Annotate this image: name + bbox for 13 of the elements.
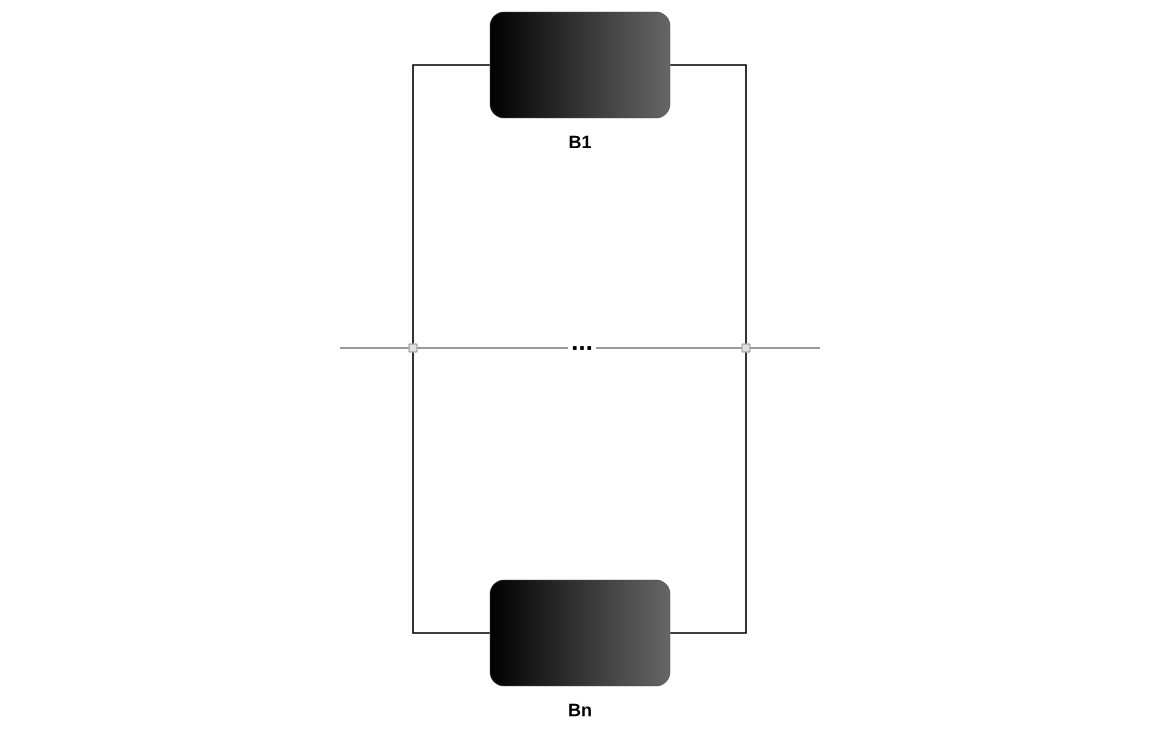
junction-square xyxy=(408,343,418,353)
junction-square xyxy=(741,343,751,353)
connector-line xyxy=(339,347,410,349)
connector-line xyxy=(412,64,491,345)
block-label: Bn xyxy=(569,703,591,717)
ellipsis-text: ... xyxy=(572,346,592,350)
connector-line xyxy=(595,347,743,349)
connector-line xyxy=(669,64,747,345)
block-label: B1 xyxy=(569,135,591,149)
connector-line xyxy=(416,347,569,349)
connector-line xyxy=(749,347,821,349)
connector-line xyxy=(669,351,747,634)
connector-line xyxy=(412,351,491,634)
